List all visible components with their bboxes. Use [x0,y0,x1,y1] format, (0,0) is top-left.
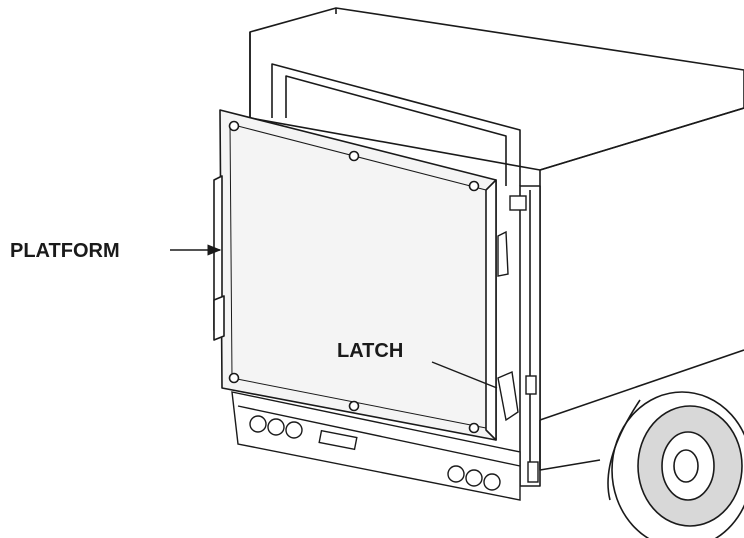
rear-wheel [607,391,744,538]
platform-callout: PLATFORM [10,240,222,262]
roller-assembly [231,391,521,501]
truck-body [249,7,744,487]
latch-callout: LATCH [337,340,498,389]
latch-label: LATCH [337,340,403,362]
latch [497,195,539,483]
platform [213,109,497,441]
platform-label: PLATFORM [10,240,120,262]
latch-leader-line [431,361,498,389]
